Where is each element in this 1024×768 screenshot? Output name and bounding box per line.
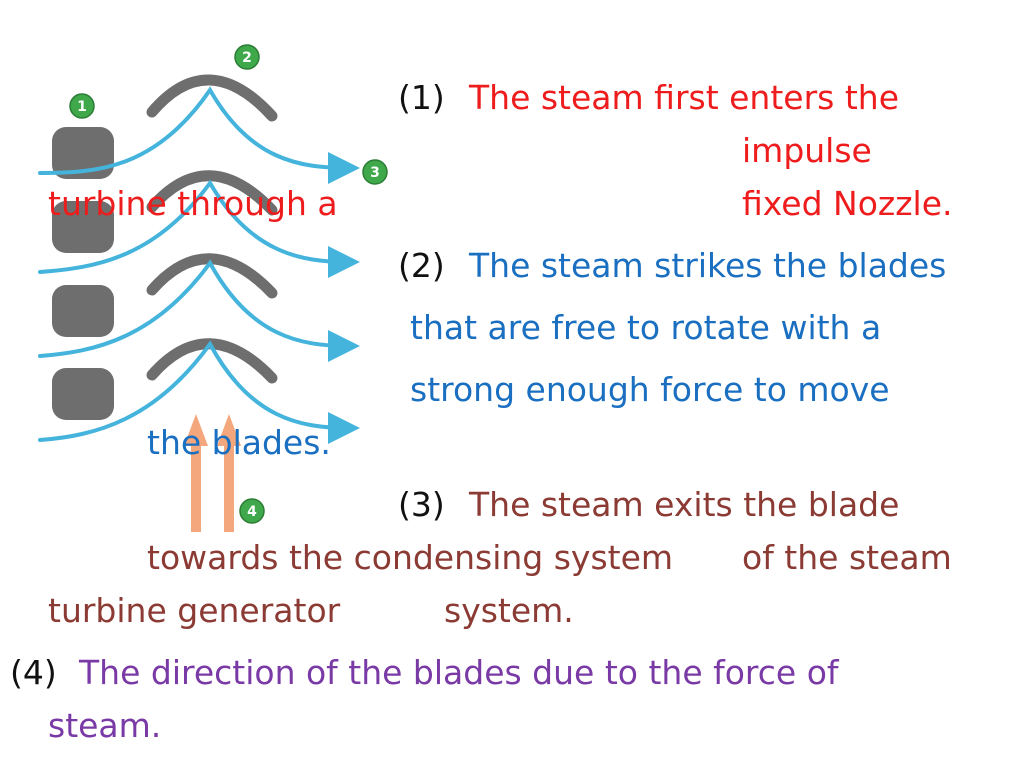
badge-4: 4 xyxy=(239,498,265,524)
step-4-line-2: steam. xyxy=(48,706,162,745)
force-arrow-up-icon xyxy=(184,414,208,532)
nozzle xyxy=(52,285,114,337)
step-4-number: (4) xyxy=(10,653,57,692)
step-1-line-3: turbine through a xyxy=(48,184,338,223)
badge-2-label: 2 xyxy=(242,50,252,66)
steam-flow-line xyxy=(38,340,360,444)
step-3-line-4: turbine generator xyxy=(48,591,341,630)
steam-flow-line xyxy=(38,259,360,362)
badge-4-label: 4 xyxy=(247,504,257,520)
step-1-line-4: fixed Nozzle. xyxy=(742,184,953,223)
step-4-line-1: The direction of the blades due to the f… xyxy=(79,653,839,692)
step-3-line-1: The steam exits the blade xyxy=(469,485,900,524)
nozzle xyxy=(52,201,114,253)
nozzle xyxy=(52,127,114,179)
nozzle xyxy=(52,368,114,420)
step-2-line-3: strong enough force to move xyxy=(410,370,890,409)
step-3-line-2: towards the condensing system xyxy=(147,538,674,577)
blade xyxy=(146,253,278,299)
step-2-line-2: that are free to rotate with a xyxy=(410,308,882,347)
step-1-line-2: impulse xyxy=(742,131,872,170)
badge-3-label: 3 xyxy=(370,165,380,181)
step-1-number: (1) xyxy=(398,78,445,117)
step-2-line-4: the blades. xyxy=(147,423,331,462)
steam-flow-line xyxy=(38,179,360,278)
force-arrow-group xyxy=(184,414,241,532)
step-3-number: (3) xyxy=(398,485,445,524)
badge-1: 1 xyxy=(69,93,95,119)
badge-2: 2 xyxy=(234,44,260,70)
blade xyxy=(146,170,278,216)
step-2-line-1: The steam strikes the blades xyxy=(469,246,947,285)
badge-3: 3 xyxy=(362,159,388,185)
badge-1-label: 1 xyxy=(77,99,87,115)
steam-flow-group xyxy=(38,86,360,444)
step-3-line-3: of the steam xyxy=(742,538,952,577)
blade-group xyxy=(146,74,278,384)
step-3-line-5: system. xyxy=(444,591,574,630)
steam-flow-line xyxy=(38,86,360,184)
blade xyxy=(146,74,278,122)
step-1-line-1: The steam first enters the xyxy=(469,78,899,117)
step-2-number: (2) xyxy=(398,246,445,285)
nozzle-group xyxy=(52,127,114,420)
force-arrow-up-icon xyxy=(217,414,241,532)
